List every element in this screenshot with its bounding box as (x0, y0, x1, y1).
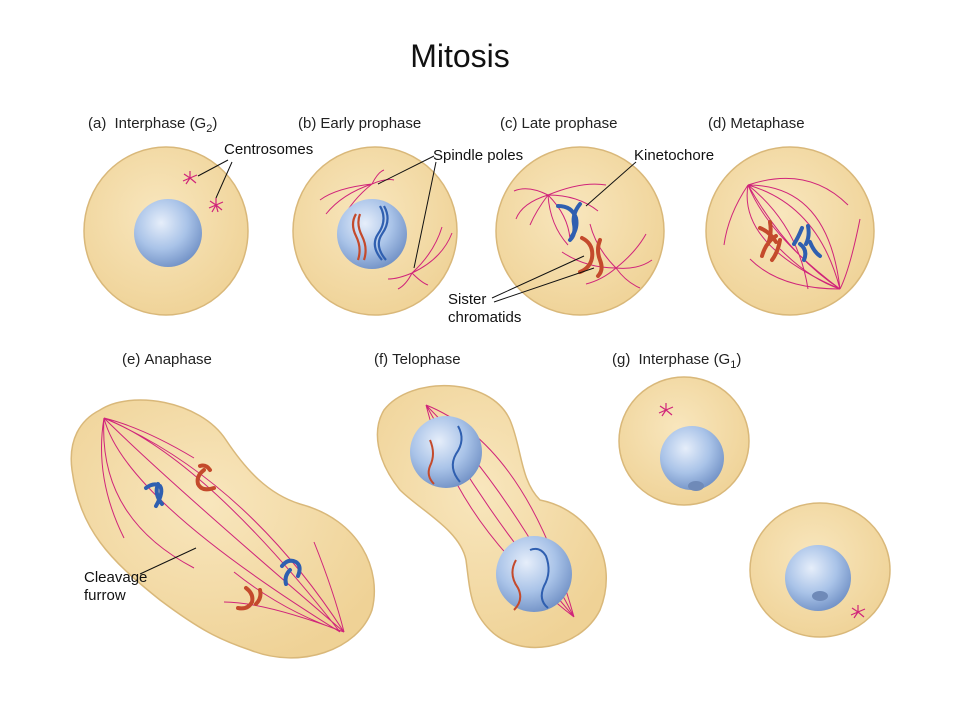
chromatid-blue (377, 205, 389, 261)
chromatid-red (427, 439, 435, 485)
stage-label-anaphase: (e)Anaphase (122, 351, 212, 368)
annotation-spindle-poles: Spindle poles (377, 147, 523, 269)
cell-a-interphase-g2 (83, 146, 249, 316)
stage-label-metaphase: (d)Metaphase (708, 115, 805, 132)
annotation-sister-chromatids: Sister chromatids (448, 255, 595, 326)
page-title: Mitosis (410, 38, 510, 74)
chromatid-blue (144, 482, 164, 508)
chromatid-red (578, 236, 595, 274)
chromatid-blue (373, 205, 385, 261)
centrosome (658, 403, 674, 417)
chromatid-blue (529, 547, 550, 609)
nucleus (337, 199, 407, 269)
svg-text:chromatids: chromatids (448, 309, 521, 326)
svg-text:furrow: furrow (84, 587, 126, 604)
nucleus (660, 426, 724, 490)
stage-label-interphase-g1: (g) Interphase (G1) (612, 351, 741, 371)
chromatid-blue (792, 224, 822, 262)
annotation-centrosomes: Centrosomes (197, 141, 313, 199)
stage-label-interphase-g2: (a) Interphase (G2) (88, 115, 217, 135)
stage-label-early-prophase: (b)Early prophase (298, 115, 421, 132)
svg-text:Spindle poles: Spindle poles (433, 147, 523, 164)
nucleolus (812, 591, 828, 601)
chromatid-blue (451, 425, 463, 483)
stage-label-late-prophase: (c)Late prophase (500, 115, 617, 132)
stage-label-telophase: (f)Telophase (374, 351, 461, 368)
chromatid-red (357, 213, 367, 261)
cell-g-interphase-g1-top (618, 376, 750, 506)
annotation-kinetochore: Kinetochore (585, 147, 714, 207)
nucleus (134, 199, 202, 267)
nucleus (785, 545, 851, 611)
cell-c-late-prophase (495, 146, 665, 316)
centrosome (850, 605, 866, 619)
chromatid-red (596, 238, 604, 278)
chromatid-red (351, 213, 361, 261)
nucleus (496, 536, 572, 612)
cell-d-metaphase (705, 146, 875, 316)
svg-text:Centrosomes: Centrosomes (224, 141, 313, 158)
nucleolus (688, 481, 704, 491)
nucleus (410, 416, 482, 488)
svg-text:Sister: Sister (448, 291, 486, 308)
centrosome (182, 171, 224, 213)
chromatid-red (236, 586, 263, 611)
chromatid-blue (568, 202, 582, 242)
svg-text:Kinetochore: Kinetochore (634, 147, 714, 164)
svg-text:Cleavage: Cleavage (84, 569, 147, 586)
chromatid-red (195, 463, 216, 492)
annotation-cleavage-furrow: Cleavage furrow (84, 547, 197, 604)
chromatid-red (758, 220, 782, 262)
cell-b-early-prophase (292, 146, 458, 316)
chromatid-red (511, 559, 522, 611)
cell-g-interphase-g1-bottom (749, 502, 891, 638)
chromatid-blue (280, 558, 302, 586)
cell-e-anaphase (70, 399, 376, 659)
cell-f-telophase (376, 385, 607, 649)
